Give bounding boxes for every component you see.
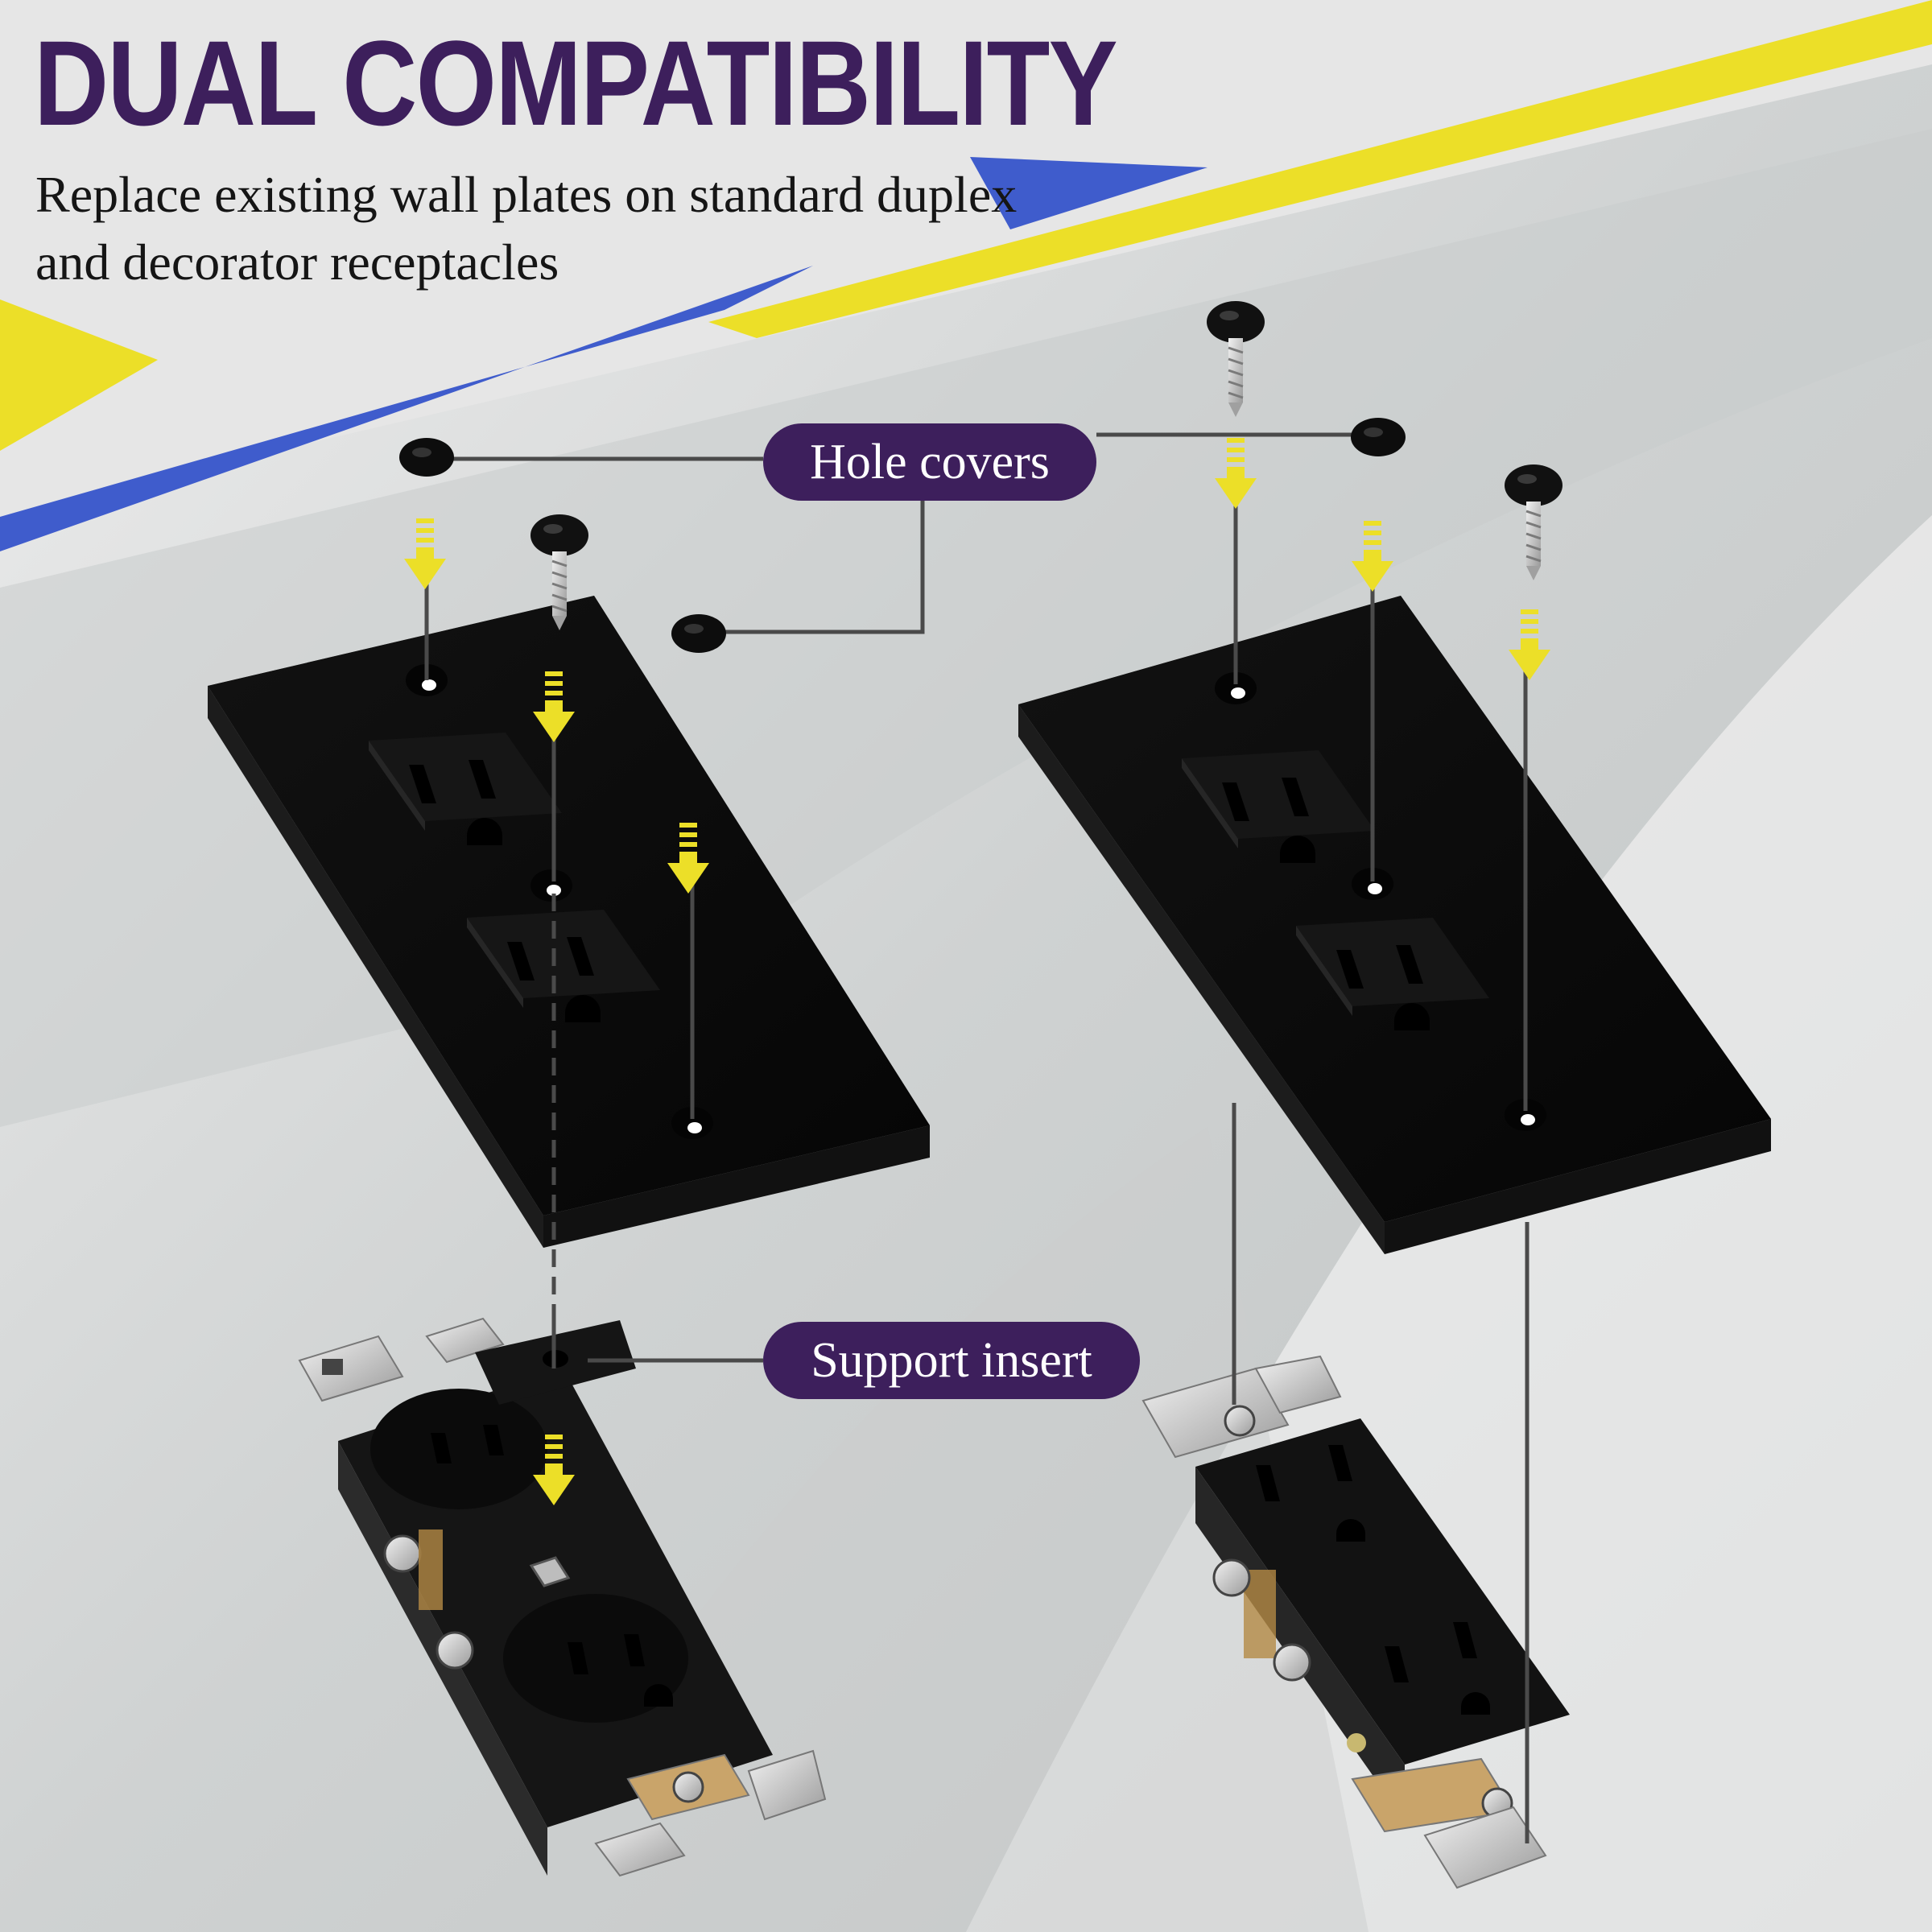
hole-cover-icon [671,614,726,653]
blue-accent-triangle [970,157,1208,229]
support-insert-callout: Support insert [763,1322,1140,1399]
decorator-receptacle [1141,1355,1570,1889]
blue-accent-stripe [0,266,813,551]
duplex-wall-plate [208,596,930,1248]
hole-cover-icon [1351,418,1406,456]
hole-cover-icon [399,438,454,477]
subheadline: Replace existing wall plates on standard… [35,166,1018,291]
yellow-accent-triangle [0,299,158,451]
decorator-wall-plate [1018,596,1771,1254]
hole-covers-callout: Hole covers [763,423,1096,501]
duplex-receptacle [298,1317,827,1877]
guide-lines [424,432,1530,1843]
plate-hole-center [530,869,572,902]
yellow-accent-stripe [708,0,1932,338]
headline: DUAL COMPATIBILITY [34,15,1118,151]
